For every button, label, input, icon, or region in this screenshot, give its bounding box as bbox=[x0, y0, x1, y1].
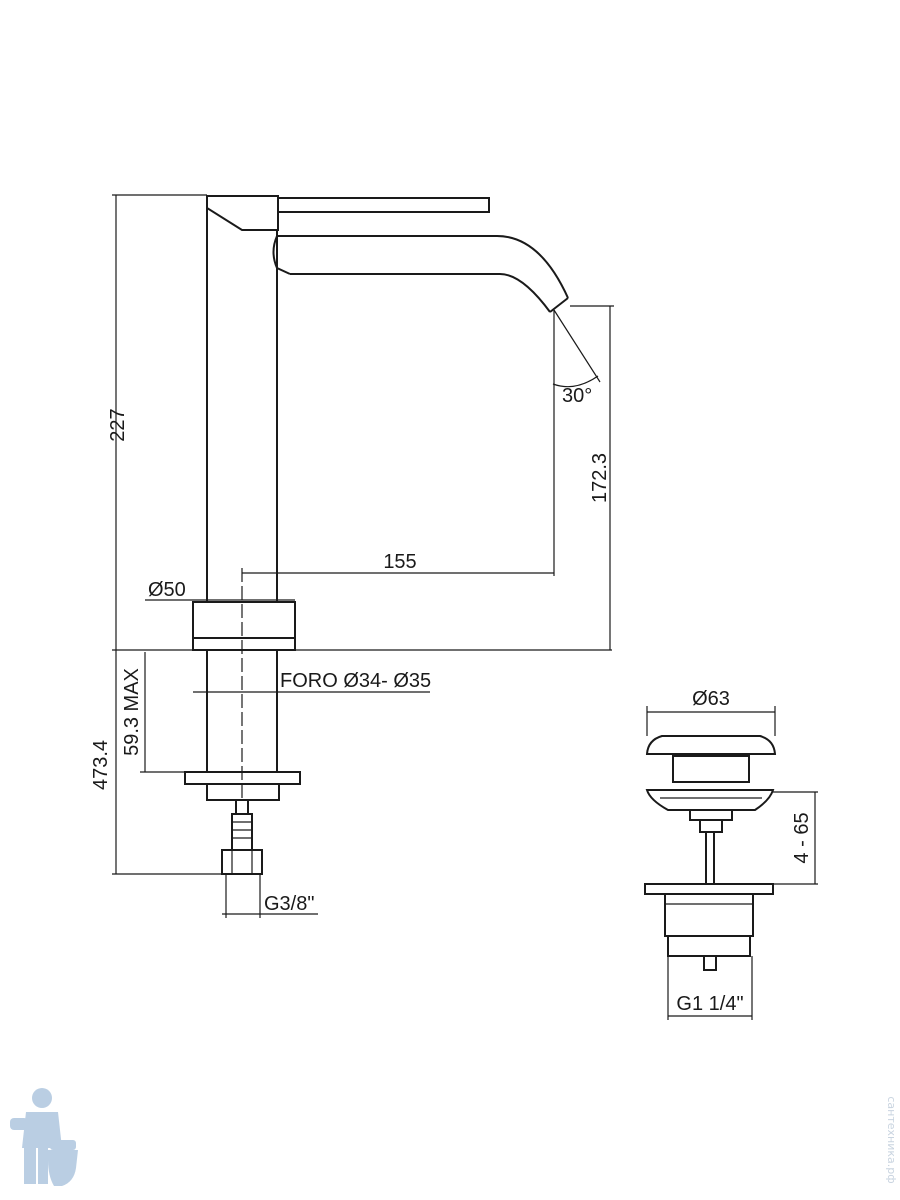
dim-body-diameter: Ø50 bbox=[148, 579, 186, 601]
hose-fitting bbox=[231, 813, 253, 851]
dim-waste-thread: G1 1/4" bbox=[676, 993, 743, 1015]
dim-max-thickness: 59.3 MAX bbox=[121, 668, 143, 756]
spout-bottom bbox=[290, 273, 551, 313]
watermark-text: сантехника.рф bbox=[885, 1096, 898, 1183]
waste-dimension-lines bbox=[646, 706, 818, 1020]
faucet-dimension-lines bbox=[112, 194, 614, 918]
spout-top bbox=[277, 235, 569, 299]
plumber-logo bbox=[10, 1088, 78, 1186]
lever-handle bbox=[277, 197, 490, 213]
faucet-base-ring bbox=[192, 601, 296, 651]
dim-hose-length: 473.4 bbox=[90, 740, 112, 790]
dim-waste-range: 4 - 65 bbox=[791, 812, 813, 863]
dim-spout-height: 172.3 bbox=[589, 453, 611, 503]
waste-body-flange bbox=[644, 883, 774, 895]
dim-spout-angle: 30° bbox=[562, 385, 592, 407]
fixing-nut bbox=[206, 783, 280, 801]
waste-cap bbox=[645, 735, 777, 755]
lever-joint bbox=[206, 195, 279, 231]
waste-flange bbox=[645, 789, 775, 811]
dim-height-total: 227 bbox=[107, 408, 129, 441]
dim-waste-diameter: Ø63 bbox=[692, 688, 730, 710]
faucet-body bbox=[184, 195, 601, 875]
hose-connector bbox=[221, 849, 263, 875]
dim-hole: FORO Ø34- Ø35 bbox=[280, 670, 431, 692]
dim-connection: G3/8" bbox=[264, 893, 314, 915]
dim-reach: 155 bbox=[383, 551, 416, 573]
waste-drain bbox=[644, 735, 777, 971]
waste-body bbox=[664, 893, 754, 937]
